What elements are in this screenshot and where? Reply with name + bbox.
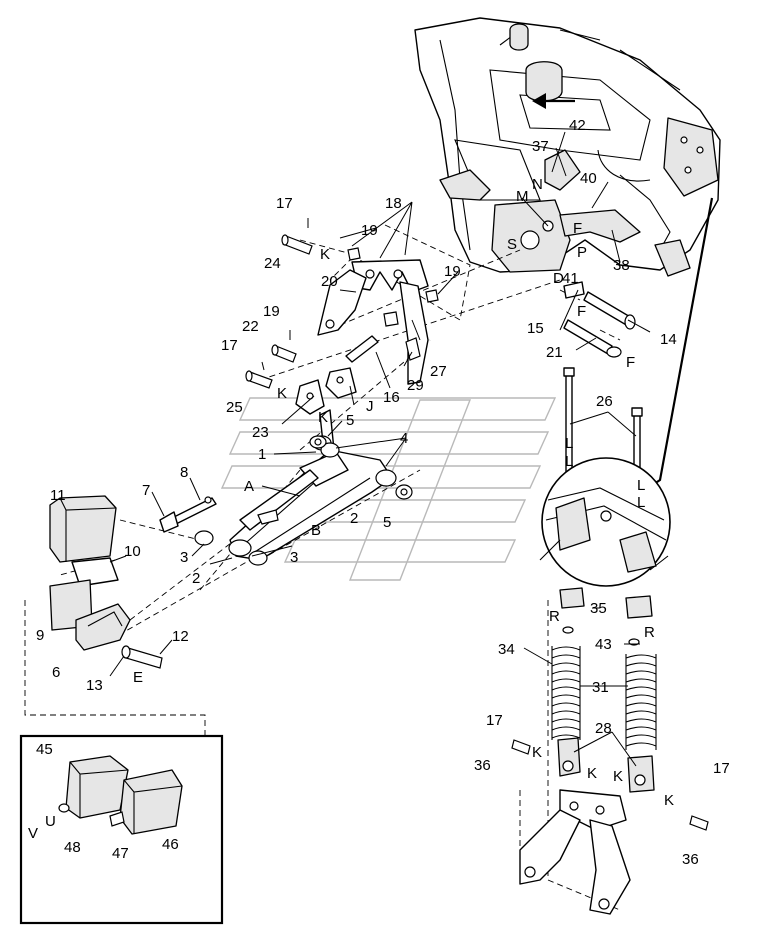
shaft-parts: [563, 281, 636, 358]
callout-31: 31: [592, 679, 609, 696]
callout-29: 29: [407, 377, 424, 394]
letter-L: L: [637, 477, 645, 494]
callout-18: 18: [385, 195, 402, 212]
letter-L: L: [565, 453, 573, 470]
callout-15: 15: [527, 320, 544, 337]
letter-K: K: [277, 385, 287, 402]
leader-lines: [109, 131, 651, 767]
letter-K: K: [320, 246, 330, 263]
callout-6: 6: [52, 664, 60, 681]
callout-21: 21: [546, 344, 563, 361]
callout-40: 40: [580, 170, 597, 187]
letter-A: A: [244, 478, 254, 495]
letter-E: E: [133, 669, 143, 686]
callouts: 1 2 2 3 3 4 5 5 6 7 8 9 10 11 12 13 14 1…: [36, 117, 730, 868]
callout-24: 24: [264, 255, 281, 272]
callout-17: 17: [276, 195, 293, 212]
spring-ends: [511, 737, 709, 831]
letter-N: N: [532, 176, 543, 193]
connection-letters: A B D E F F F J K K K K K K K L L L L M …: [28, 176, 674, 842]
callout-8: 8: [180, 464, 188, 481]
long-bolts: [563, 367, 643, 479]
callout-5: 5: [346, 412, 354, 429]
callout-48: 48: [64, 839, 81, 856]
callout-5: 5: [383, 514, 391, 531]
letter-F: F: [626, 354, 635, 371]
callout-37: 37: [532, 138, 549, 155]
callout-17: 17: [486, 712, 503, 729]
letter-F: F: [573, 220, 582, 237]
letter-K: K: [613, 768, 623, 785]
callout-4: 4: [400, 430, 408, 447]
callout-9: 9: [36, 627, 44, 644]
pins-group: [245, 218, 399, 389]
callout-20: 20: [321, 273, 338, 290]
letter-L: L: [637, 494, 645, 511]
callout-14: 14: [660, 331, 677, 348]
frame-assembly: [414, 17, 721, 277]
callout-22: 22: [242, 318, 259, 335]
letter-B: B: [311, 522, 321, 539]
callout-17: 17: [221, 337, 238, 354]
turnbuckle-assembly: [159, 496, 217, 533]
callout-45: 45: [36, 741, 53, 758]
letter-K: K: [587, 765, 597, 782]
detail-circle: [539, 457, 671, 587]
letter-M: M: [516, 188, 529, 205]
letter-S: S: [507, 236, 517, 253]
callout-13: 13: [86, 677, 103, 694]
callout-28: 28: [595, 720, 612, 737]
callout-19: 19: [361, 222, 378, 239]
letter-F: F: [577, 303, 586, 320]
callout-10: 10: [124, 543, 141, 560]
callout-11: 11: [50, 487, 66, 504]
bottom-pivot-bracket: [519, 789, 631, 915]
letter-U: U: [45, 813, 56, 830]
lower-arm-assembly: [194, 435, 413, 566]
letter-K: K: [664, 792, 674, 809]
callout-36: 36: [474, 757, 491, 774]
letter-L: L: [565, 435, 573, 452]
letter-R: R: [549, 608, 560, 625]
callout-7: 7: [142, 482, 150, 499]
letter-P: P: [577, 244, 587, 261]
callout-34: 34: [498, 641, 515, 658]
callout-43: 43: [595, 636, 612, 653]
inset-box: [19, 734, 224, 925]
callout-27: 27: [430, 363, 447, 380]
letter-K: K: [532, 744, 542, 761]
letter-K: K: [318, 409, 328, 426]
callout-2: 2: [192, 570, 200, 587]
callout-3: 3: [180, 549, 188, 566]
watermark-logo: [220, 397, 557, 581]
callout-2: 2: [350, 510, 358, 527]
letter-J: J: [366, 398, 374, 415]
springs: [551, 646, 657, 750]
letter-V: V: [28, 825, 38, 842]
callout-19: 19: [263, 303, 280, 320]
bolt-part-12: [121, 645, 163, 669]
callout-46: 46: [162, 836, 179, 853]
callout-23: 23: [252, 424, 269, 441]
callout-35: 35: [590, 600, 607, 617]
callout-42: 42: [569, 117, 586, 134]
callout-19: 19: [444, 263, 461, 280]
callout-17: 17: [713, 760, 730, 777]
callout-47: 47: [112, 845, 129, 862]
callout-25: 25: [226, 399, 243, 416]
callout-36: 36: [682, 851, 699, 868]
callout-12: 12: [172, 628, 189, 645]
letter-D: D: [553, 270, 564, 287]
letter-R: R: [644, 624, 655, 641]
counterweight-blocks: [49, 495, 131, 651]
callout-38: 38: [613, 257, 630, 274]
callout-41: 41: [562, 270, 579, 287]
callout-3: 3: [290, 549, 298, 566]
callout-16: 16: [383, 389, 400, 406]
pivot-bracket-assembly: [317, 247, 439, 385]
callout-26: 26: [596, 393, 613, 410]
callout-1: 1: [258, 446, 266, 463]
